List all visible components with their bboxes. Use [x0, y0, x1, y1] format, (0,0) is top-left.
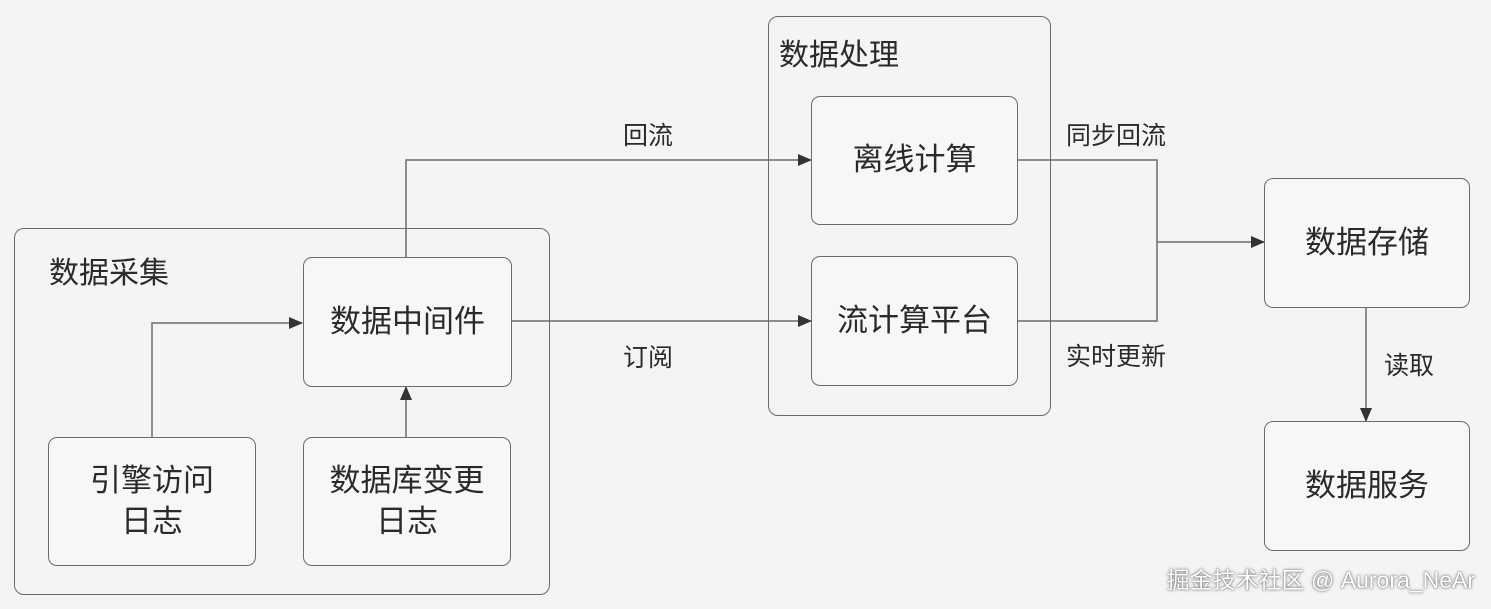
- db-change-log-node: 数据库变更 日志: [303, 437, 511, 566]
- engine-access-log-line2: 日志: [121, 503, 183, 540]
- stream-computing-label: 流计算平台: [837, 302, 992, 339]
- edge-engine-log-to-middleware: [151, 317, 303, 437]
- edge-offline-sync: [1018, 159, 1158, 242]
- edge-label-subscribe: 订阅: [623, 343, 674, 372]
- edge-label-realtime-update: 实时更新: [1066, 342, 1167, 371]
- edge-middleware-reflow-to-offline: [405, 154, 812, 257]
- data-processing-title: 数据处理: [779, 38, 899, 73]
- data-service-label: 数据服务: [1305, 467, 1429, 504]
- data-middleware-label: 数据中间件: [330, 303, 485, 340]
- stream-computing-node: 流计算平台: [811, 256, 1018, 386]
- engine-access-log-node: 引擎访问 日志: [48, 437, 256, 566]
- edge-label-reflow: 回流: [623, 121, 674, 150]
- data-service-node: 数据服务: [1264, 421, 1470, 551]
- edge-stream-realtime: [1018, 242, 1158, 322]
- offline-computing-label: 离线计算: [852, 142, 977, 179]
- watermark-text: 掘金技术社区 @ Aurora_NeAr: [1166, 567, 1475, 593]
- data-collection-title: 数据采集: [49, 256, 169, 291]
- edge-label-sync-reflow: 同步回流: [1066, 121, 1167, 150]
- engine-access-log-line1: 引擎访问: [90, 462, 214, 499]
- db-change-log-line2: 日志: [376, 503, 438, 540]
- data-storage-node: 数据存储: [1264, 178, 1470, 308]
- data-collection-group: 数据采集: [14, 228, 550, 595]
- data-processing-group: 数据处理: [768, 16, 1051, 416]
- data-middleware-node: 数据中间件: [303, 257, 512, 387]
- offline-computing-node: 离线计算: [811, 96, 1018, 225]
- data-storage-label: 数据存储: [1305, 224, 1429, 261]
- edge-label-read: 读取: [1384, 351, 1435, 380]
- db-change-log-line1: 数据库变更: [329, 462, 485, 499]
